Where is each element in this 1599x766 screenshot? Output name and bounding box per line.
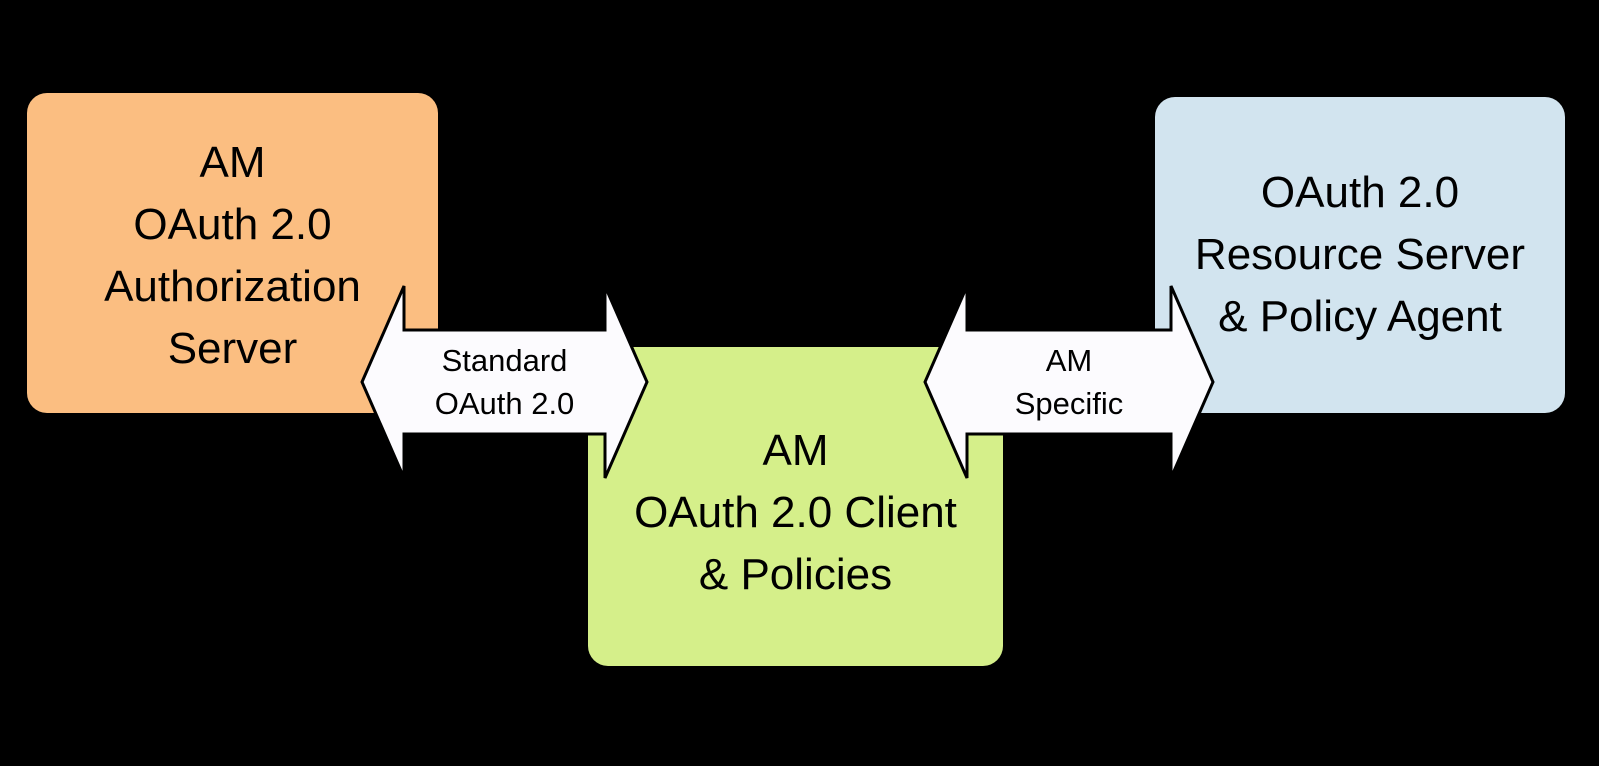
node-label-line: AM bbox=[762, 425, 829, 475]
connector-label-line: Specific bbox=[1014, 385, 1124, 421]
node-label-line: OAuth 2.0 Client bbox=[634, 487, 957, 537]
node-label-line: Authorization bbox=[104, 262, 361, 311]
double-arrow-shape bbox=[923, 285, 1215, 479]
connector-label-line: OAuth 2.0 bbox=[434, 385, 575, 421]
am-specific-arrow bbox=[923, 285, 1215, 479]
node-label-line: OAuth 2.0 bbox=[1260, 168, 1460, 217]
node-authorization-server: AM OAuth 2.0 Authorization Server bbox=[27, 93, 438, 413]
node-authorization-server-label: AM OAuth 2.0 Authorization Server bbox=[104, 132, 361, 380]
node-label-line: Server bbox=[167, 324, 298, 373]
connector-label-line: Standard bbox=[441, 342, 568, 378]
node-label-line: & Policies bbox=[698, 549, 893, 599]
node-oauth2-client-policies: AM OAuth 2.0 Client & Policies bbox=[588, 347, 1003, 666]
node-oauth2-client-policies-label: AM OAuth 2.0 Client & Policies bbox=[634, 420, 957, 606]
node-label-line: AM bbox=[199, 138, 266, 187]
standard-oauth2-arrow bbox=[360, 285, 649, 479]
node-resource-server-policy-agent-label: OAuth 2.0 Resource Server & Policy Agent bbox=[1195, 162, 1525, 348]
connector-label-line: AM bbox=[1045, 342, 1093, 378]
double-arrow-shape bbox=[360, 285, 649, 479]
node-label-line: Resource Server bbox=[1194, 230, 1526, 279]
standard-oauth2-arrow-label: Standard OAuth 2.0 bbox=[404, 330, 605, 433]
node-resource-server-policy-agent: OAuth 2.0 Resource Server & Policy Agent bbox=[1155, 97, 1565, 413]
node-label-line: & Policy Agent bbox=[1218, 292, 1502, 341]
node-label-line: OAuth 2.0 bbox=[133, 200, 332, 249]
am-specific-arrow-label: AM Specific bbox=[967, 330, 1171, 433]
